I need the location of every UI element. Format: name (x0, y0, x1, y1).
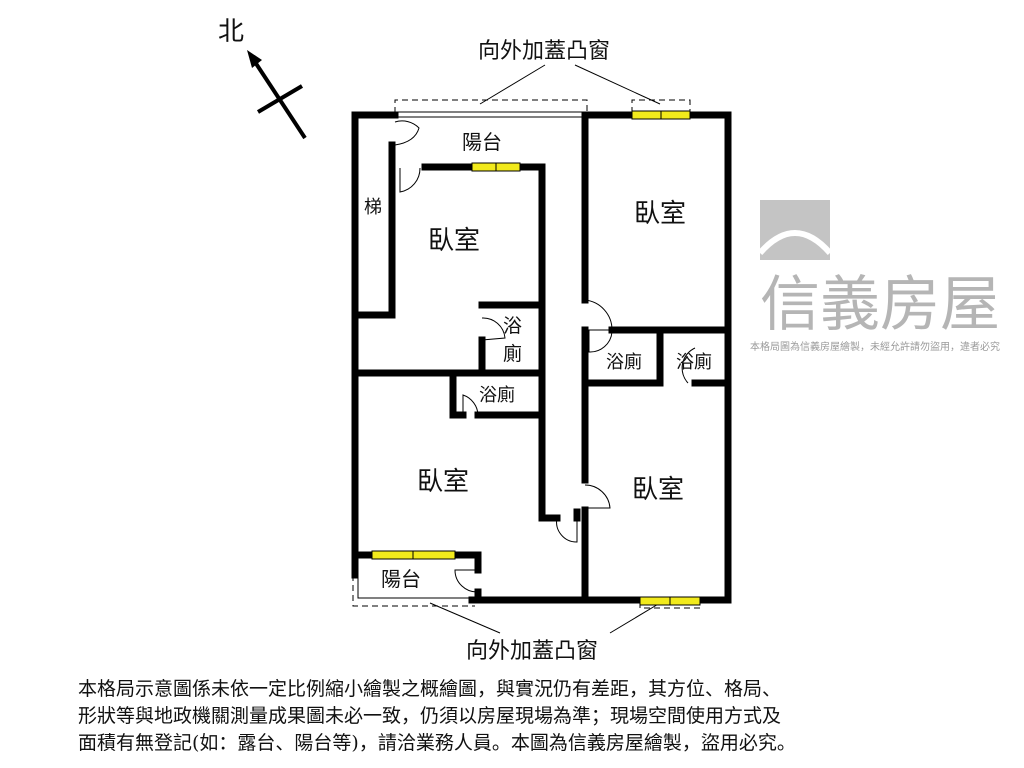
door-swing (399, 167, 421, 193)
disclaimer-line: 本格局示意圖係未依一定比例縮小繪製之概繪圖，與實況仍有差距，其方位、格局、 (78, 678, 782, 700)
top-bay-window-note: 向外加蓋凸窗 (478, 39, 610, 64)
north-label: 北 (218, 17, 244, 47)
watermark-brand: 信義房屋 (760, 270, 1000, 340)
disclaimer-line: 形狀等與地政機關測量成果圖未必一致，仍須以房屋現場為準；現場空間使用方式及 (78, 705, 782, 727)
room-label: 浴 (503, 315, 522, 337)
door-swing (556, 517, 578, 543)
watermark: 信義房屋 本格局圖為信義房屋繪製，未經允許請勿盜用，違者必究 (750, 200, 1000, 353)
room-label: 臥室 (632, 475, 684, 505)
brand-logo-icon (757, 200, 833, 260)
room-label: 浴廁 (606, 351, 642, 373)
bottom-bay-window-note: 向外加蓋凸窗 (466, 639, 598, 664)
door-swing (462, 394, 479, 416)
room-label: 臥室 (428, 226, 480, 256)
bay-window-leaders-top (394, 64, 691, 118)
watermark-notice: 本格局圖為信義房屋繪製，未經允許請勿盜用，違者必究 (750, 340, 1000, 353)
window (471, 162, 521, 172)
door-swing (481, 317, 506, 341)
room-label: 浴廁 (676, 351, 712, 373)
door-swing (681, 347, 696, 384)
north-arrow-icon (247, 50, 307, 140)
door-swing (584, 299, 613, 331)
window (631, 110, 691, 120)
room-label: 陽台 (462, 130, 502, 154)
room-label: 梯 (364, 197, 382, 218)
room-label: 臥室 (634, 199, 686, 229)
door-swing (584, 484, 611, 509)
door-swing (454, 569, 479, 593)
disclaimer-line: 面積有無登記(如：露台、陽台等)，請洽業務人員。本圖為信義房屋繪製，盜用必究。 (78, 732, 796, 754)
door-swing (394, 120, 420, 146)
door-swing (588, 330, 613, 353)
window (371, 550, 456, 560)
room-label: 臥室 (417, 467, 469, 497)
window (639, 596, 701, 606)
room-label: 浴廁 (479, 384, 515, 406)
room-label: 陽台 (381, 567, 421, 591)
room-label: 廁 (503, 342, 522, 365)
windows (371, 110, 701, 606)
doors (394, 120, 696, 593)
disclaimer: 本格局示意圖係未依一定比例縮小繪製之概繪圖，與實況仍有差距，其方位、格局、 形狀… (78, 676, 978, 757)
